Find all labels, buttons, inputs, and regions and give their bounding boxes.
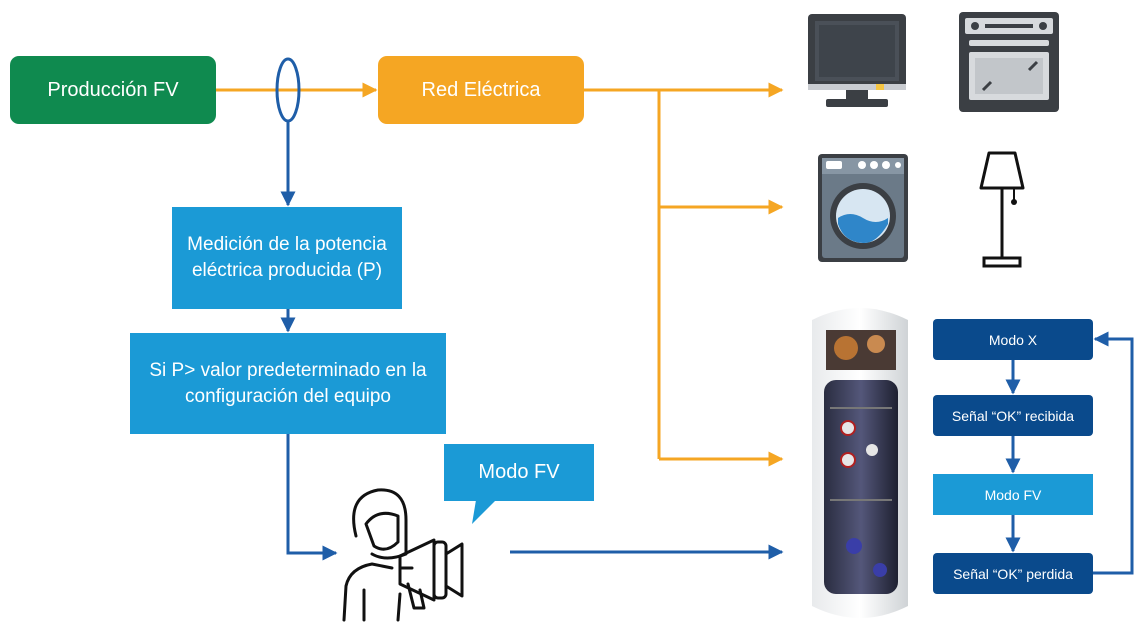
heat-pump-water-heater-image [812, 308, 908, 618]
state-mode-x: Modo X [933, 319, 1093, 360]
state-ok-lost: Señal “OK” perdida [933, 553, 1093, 594]
measurement-box: Medición de la potencia eléctrica produc… [172, 207, 402, 309]
state-ok-lost-label: Señal “OK” perdida [953, 565, 1073, 582]
state-mode-fv: Modo FV [933, 474, 1093, 515]
lamp-icon [979, 151, 1025, 268]
state-mode-fv-label: Modo FV [984, 486, 1042, 503]
lost-to-modex-loop-line [1093, 331, 1134, 575]
speech-bubble-tail [472, 500, 496, 524]
grid-box: Red Eléctrica [378, 56, 584, 124]
production-fv-box: Producción FV [10, 56, 216, 124]
washing-machine-icon [818, 154, 908, 262]
state-mode-x-label: Modo X [988, 331, 1038, 348]
speech-bubble: Modo FV [444, 444, 594, 501]
tv-icon [808, 14, 906, 107]
measurement-label: Medición de la potencia eléctrica produc… [187, 234, 387, 281]
state-ok-received: Señal “OK” recibida [933, 395, 1093, 436]
state-ok-received-label: Señal “OK” recibida [951, 407, 1075, 424]
current-sensor-clamp-icon [275, 57, 301, 123]
condition-label: Si P> valor predeterminado en la configu… [149, 359, 427, 407]
condition-box: Si P> valor predeterminado en la configu… [130, 333, 446, 434]
production-fv-label: Producción FV [47, 78, 179, 101]
oven-icon [959, 12, 1059, 112]
grid-label: Red Eléctrica [421, 78, 541, 101]
speech-bubble-label: Modo FV [478, 461, 560, 483]
condition-to-person-line [286, 434, 338, 561]
person-megaphone-icon [342, 488, 464, 622]
